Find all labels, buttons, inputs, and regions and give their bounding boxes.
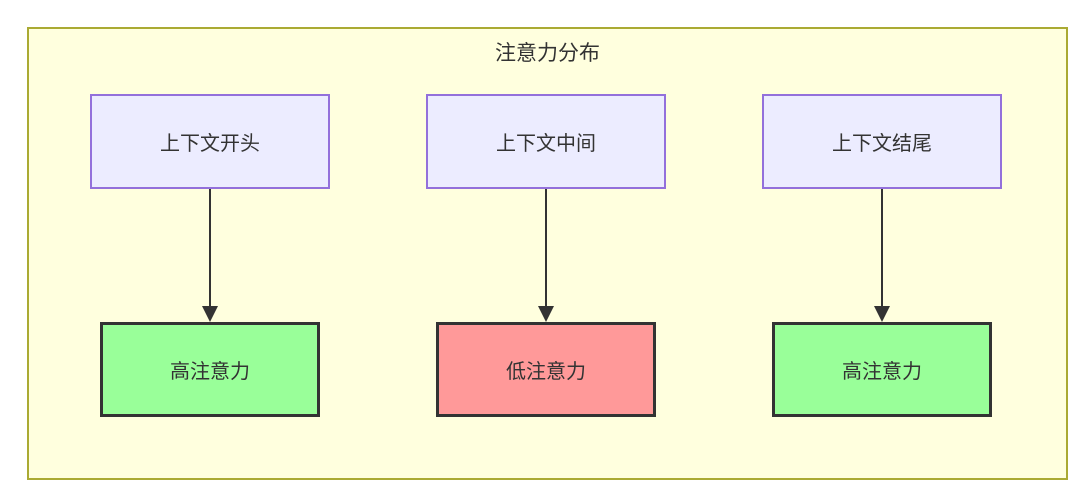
node-context-middle: 上下文中间 <box>426 94 666 189</box>
attention-distribution-subgraph: 注意力分布 上下文开头 高注意力 上下文中间 低注意力 上下文结尾 <box>27 27 1068 480</box>
arrowhead-down-icon <box>874 306 890 322</box>
arrowhead-down-icon <box>202 306 218 322</box>
arrow-context-start-to-high <box>202 189 218 322</box>
flow-column-context-start: 上下文开头 高注意力 <box>90 94 330 417</box>
node-context-start: 上下文开头 <box>90 94 330 189</box>
node-low-attention: 低注意力 <box>436 322 656 417</box>
node-high-attention-1: 高注意力 <box>100 322 320 417</box>
arrow-shaft <box>545 189 547 306</box>
arrow-shaft <box>881 189 883 306</box>
arrowhead-down-icon <box>538 306 554 322</box>
node-context-end: 上下文结尾 <box>762 94 1002 189</box>
flow-column-context-end: 上下文结尾 高注意力 <box>762 94 1002 417</box>
arrow-context-middle-to-low <box>538 189 554 322</box>
arrow-context-end-to-high <box>874 189 890 322</box>
flow-column-context-middle: 上下文中间 低注意力 <box>426 94 666 417</box>
node-high-attention-2: 高注意力 <box>772 322 992 417</box>
diagram-title: 注意力分布 <box>495 42 600 65</box>
arrow-shaft <box>209 189 211 306</box>
